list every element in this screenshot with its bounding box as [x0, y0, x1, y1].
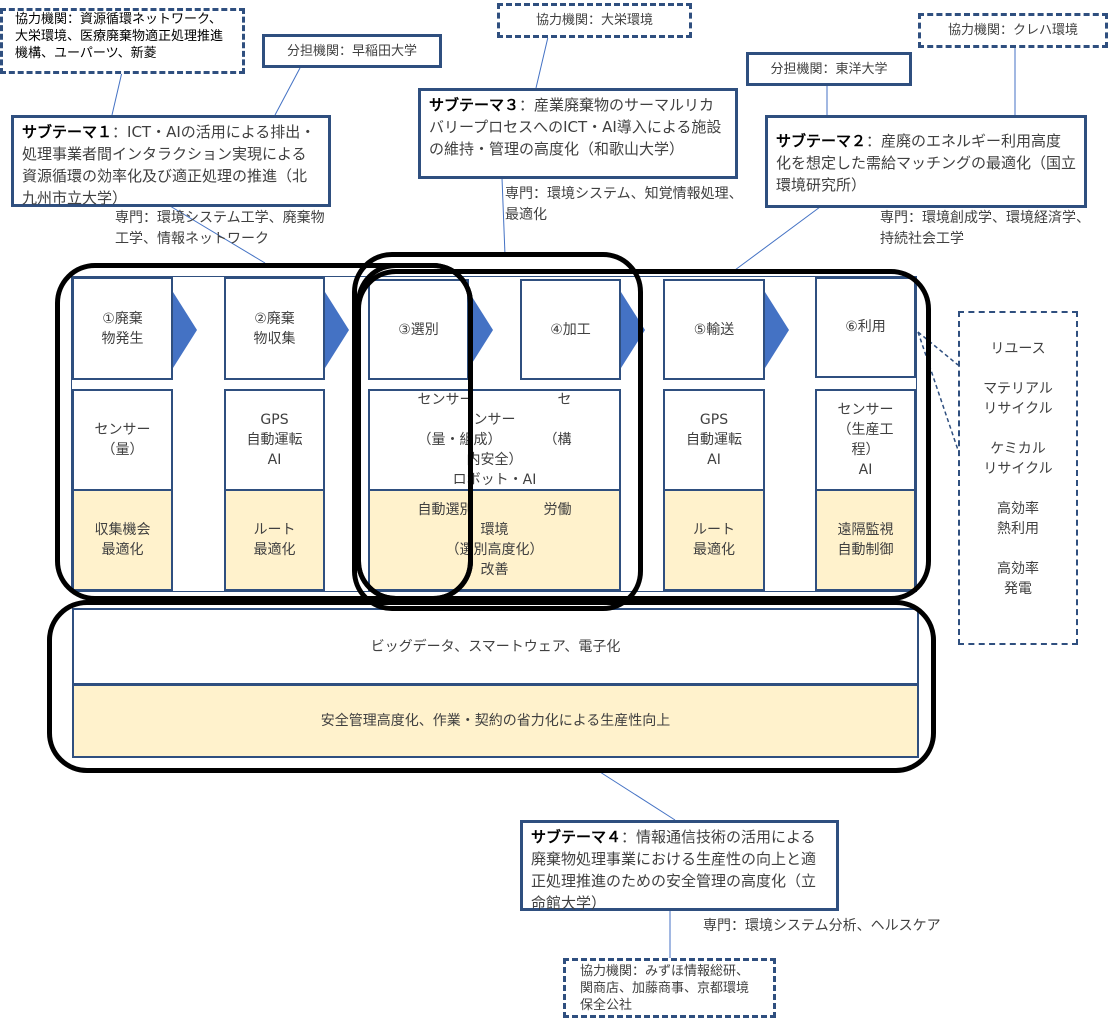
cooperator-text: 協力機関：資源循環ネットワーク、大栄環境、医療廃棄物適正処理推進機構、ユーパーツ… — [15, 12, 224, 61]
subtheme-text: ：産廃のエネルギー利用高度化を想定した需給マッチングの最適化（国立環境研究所） — [776, 132, 1077, 194]
cooperator-text: 協力機関：みずほ情報総研、関商店、加藤商事、京都環境保全公社 — [580, 964, 750, 1013]
arrow-icon — [765, 292, 789, 368]
cooperator-box-4: 協力機関：みずほ情報総研、関商店、加藤商事、京都環境保全公社 — [563, 958, 776, 1018]
cooperator-text: 協力機関：クレハ環境 — [947, 23, 1078, 38]
use-item: 高効率 発電 — [997, 561, 1039, 597]
subtheme-text: ：情報通信技術の活用による廃棄物処理事業における生産性の向上と適正処理推進のため… — [531, 828, 817, 912]
bottom-row-infrastructure: ビッグデータ、スマートウェア、電子化 — [72, 608, 919, 685]
flow-arrows — [173, 292, 789, 368]
use-item: 高効率 熱利用 — [997, 501, 1039, 537]
goal-5: ルート 最適化 — [663, 489, 765, 591]
step-6: ⑥利用 — [815, 277, 916, 378]
subtheme-3-box: サブテーマ３：産業廃棄物のサーマルリカバリープロセスへのICT・AI導入による施… — [418, 88, 738, 179]
arrow-icon — [173, 292, 197, 368]
arrow-icon — [469, 292, 493, 368]
partner-text: 分担機関：東洋大学 — [770, 61, 888, 77]
subtheme-2-box: サブテーマ２：産廃のエネルギー利用高度化を想定した需給マッチングの最適化（国立環… — [765, 115, 1087, 208]
arrow-icon — [325, 292, 349, 368]
step-4: ④加工 — [520, 279, 621, 380]
subtheme-2-expertise: 専門：環境創成学、環境経済学、持続社会工学 — [880, 210, 1090, 247]
goal-2: ルート 最適化 — [224, 489, 325, 591]
goal-6: 遠隔監視 自動制御 — [815, 489, 916, 591]
step-1: ①廃棄 物発生 — [72, 277, 173, 380]
subtheme-title: サブテーマ２ — [776, 132, 867, 150]
subtheme-title: サブテーマ４ — [531, 828, 622, 846]
tech-5: GPS 自動運転 AI — [663, 389, 765, 491]
use-item: リユース — [990, 341, 1046, 357]
subtheme-1-box: サブテーマ１：ICT・AIの活用による排出・処理事業者間インタラクション実現によ… — [11, 115, 331, 207]
tech-3-4: センサー セ ンサー （量・組成） （構 内安全） ロボット・AI — [368, 389, 621, 491]
process-frame — [71, 276, 917, 592]
step-3: ③選別 — [368, 279, 469, 380]
tech-1: センサー （量） — [72, 389, 173, 491]
subtheme-title: サブテーマ３ — [429, 96, 520, 114]
tech-6: センサー （生産工 程） AI — [815, 389, 916, 491]
cooperator-box-2: 協力機関：クレハ環境 — [918, 13, 1108, 48]
use-item: ケミカル リサイクル — [983, 441, 1053, 477]
subtheme-text: ：ICT・AIの活用による排出・処理事業者間インタラクション実現による資源循環の… — [22, 123, 316, 207]
bottom-row-productivity: 安全管理高度化、作業・契約の省力化による生産性向上 — [72, 684, 919, 758]
subtheme-4-box: サブテーマ４：情報通信技術の活用による廃棄物処理事業における生産性の向上と適正処… — [520, 820, 839, 912]
partner-box-1: 分担機関：早稲田大学 — [262, 34, 442, 68]
cooperator-box-3: 協力機関：大栄環境 — [497, 3, 692, 38]
subtheme-4-expertise: 専門：環境システム分析、ヘルスケア — [703, 918, 941, 934]
step-5: ⑤輸送 — [663, 279, 765, 380]
use-item: マテリアル リサイクル — [983, 381, 1053, 417]
goal-3-4: 自動選別 労働 環境 （選別高度化） 改善 — [368, 489, 621, 591]
subtheme-text: ：産業廃棄物のサーマルリカバリープロセスへのICT・AI導入による施設の維持・管… — [429, 96, 722, 158]
tech-2: GPS 自動運転 AI — [224, 389, 325, 491]
arrow-icon — [621, 292, 645, 368]
partner-text: 分担機関：早稲田大学 — [286, 43, 417, 59]
uses-list: リユース マテリアル リサイクル ケミカル リサイクル 高効率 熱利用 高効率 … — [958, 311, 1078, 645]
step-2: ②廃棄 物収集 — [224, 277, 325, 380]
partner-box-2: 分担機関：東洋大学 — [746, 52, 912, 86]
subtheme-3-expertise: 専門：環境システム、知覚情報処理、最適化 — [505, 186, 743, 223]
goal-1: 収集機会 最適化 — [72, 489, 173, 591]
subtheme-1-expertise: 専門：環境システム工学、廃棄物工学、情報ネットワーク — [115, 210, 325, 247]
cooperator-text: 協力機関：大栄環境 — [535, 13, 653, 28]
cooperator-box-1: 協力機関：資源循環ネットワーク、大栄環境、医療廃棄物適正処理推進機構、ユーパーツ… — [0, 8, 245, 74]
subtheme-title: サブテーマ１ — [22, 123, 113, 141]
